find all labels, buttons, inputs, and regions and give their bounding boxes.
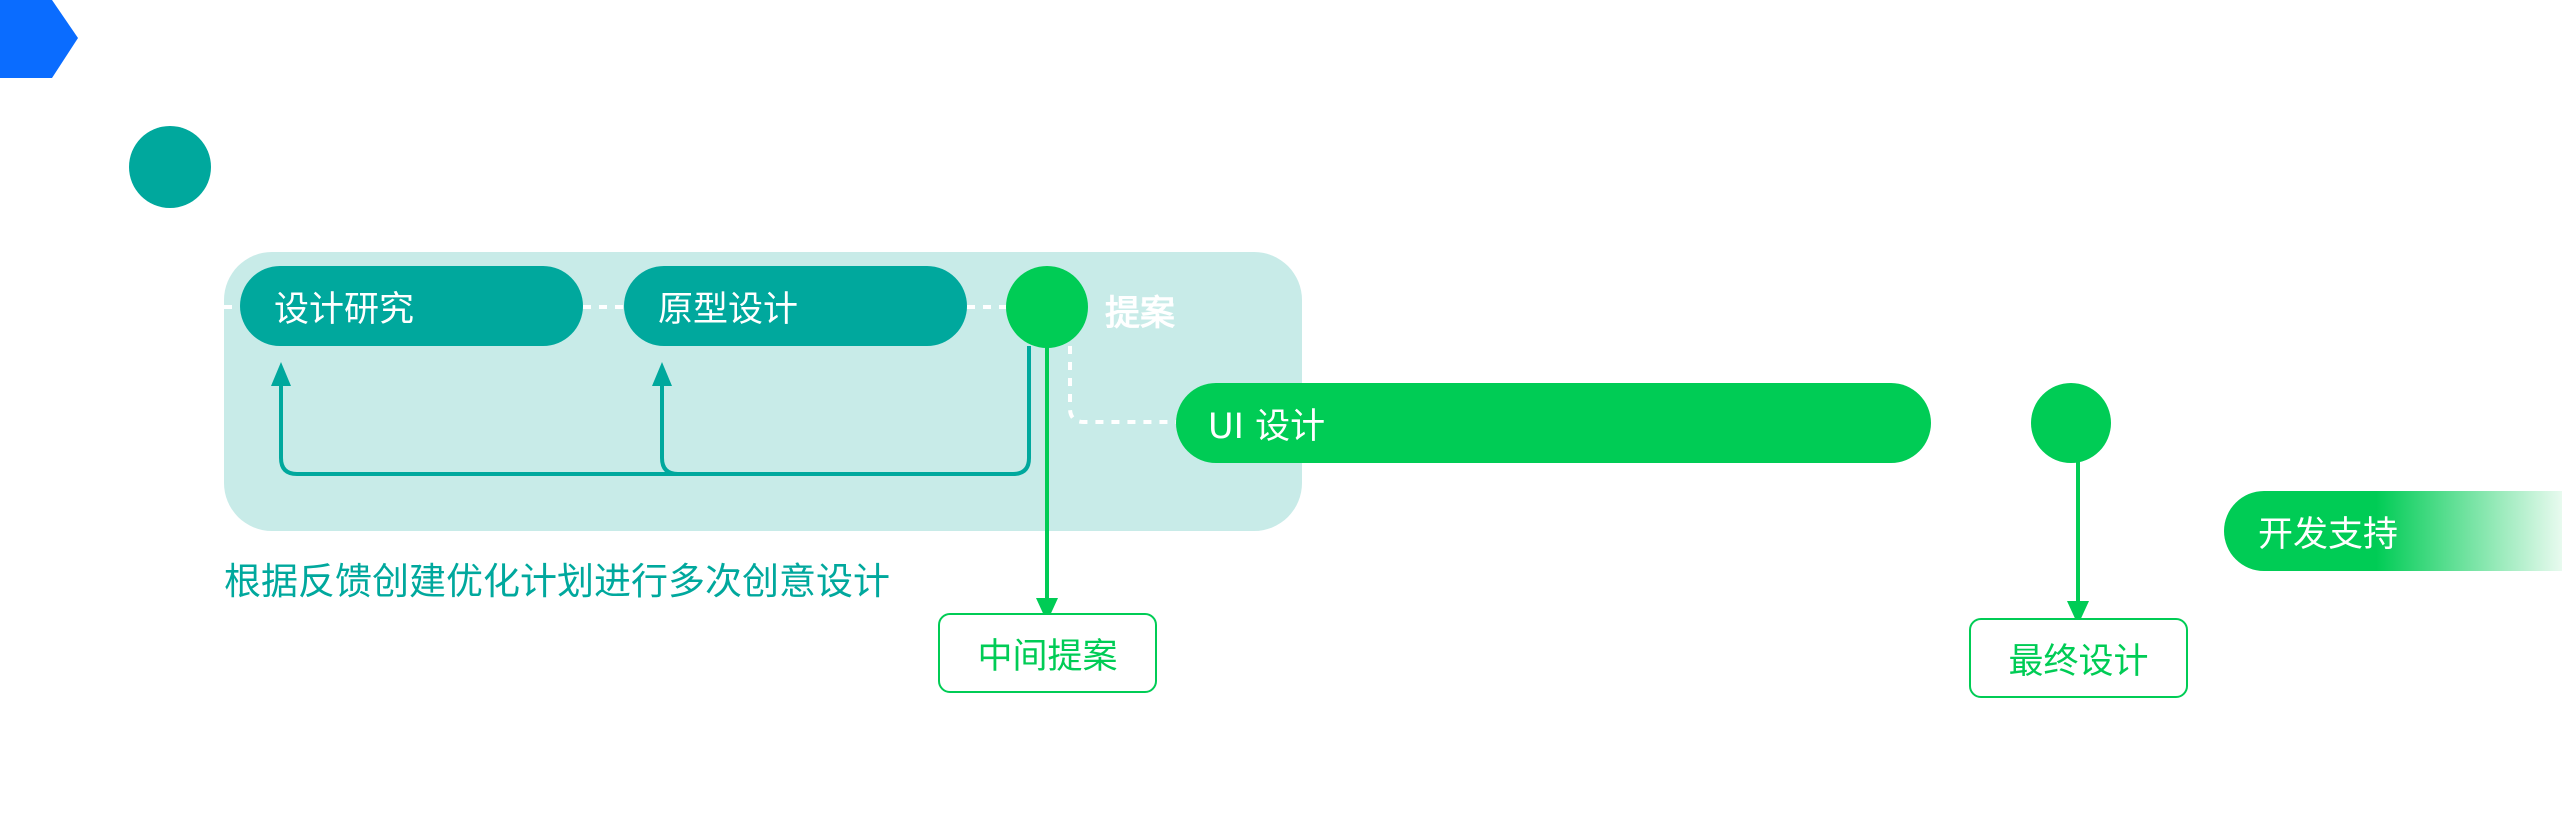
node-dev-support: 开发支持 — [2224, 491, 2562, 571]
output-intermediate-proposal: 中间提案 — [938, 613, 1157, 693]
output-label: 中间提案 — [977, 636, 1118, 677]
feedback-line — [279, 346, 1031, 476]
node-prototype-design: 原型设计 — [624, 266, 967, 346]
feedback-line — [660, 380, 679, 476]
output-final-design: 最终设计 — [1969, 618, 2188, 698]
dashed-connector — [1068, 346, 1176, 424]
final-dot — [2031, 383, 2111, 463]
output-label: 最终设计 — [2008, 641, 2149, 682]
node-design-research: 设计研究 — [240, 266, 583, 346]
proposal-label: 提案 — [1105, 294, 1176, 334]
arrow-down-icon — [1036, 598, 1058, 622]
feedback-note: 根据反馈创建优化计划进行多次创意设计 — [224, 560, 890, 603]
node-label: 设计研究 — [274, 289, 415, 330]
proposal-dot — [1006, 266, 1088, 348]
arrow-up-icon — [652, 362, 672, 386]
node-ui-design: UI 设计 — [1176, 383, 1931, 463]
node-label: 开发支持 — [2258, 514, 2399, 555]
node-label: UI 设计 — [1208, 406, 1326, 447]
node-label: 原型设计 — [658, 289, 799, 330]
arrow-down-icon — [2067, 601, 2089, 625]
arrow-up-icon — [271, 362, 291, 386]
phase-dot — [129, 126, 211, 208]
